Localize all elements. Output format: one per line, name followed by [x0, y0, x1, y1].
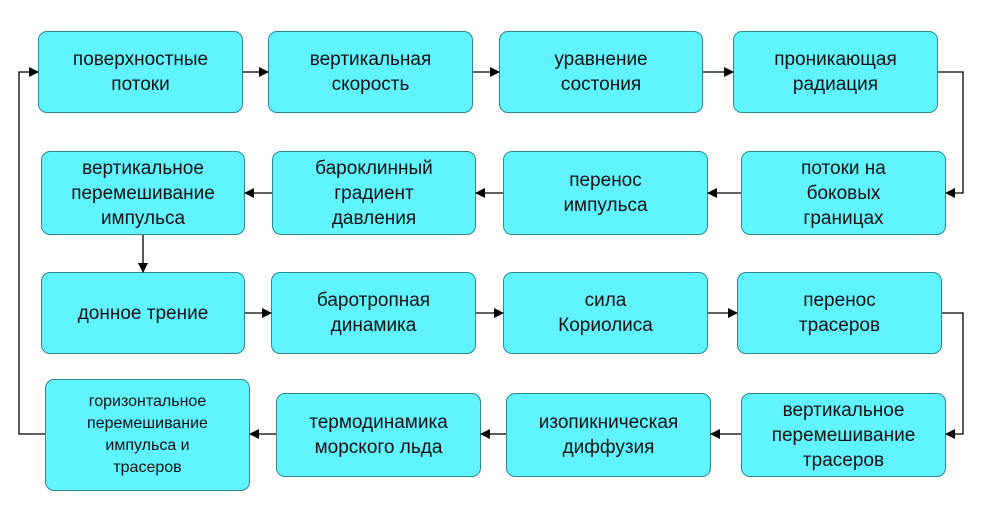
- box-baroclinic-pressure-gradient: бароклинный градиент давления: [272, 151, 476, 235]
- box-coriolis-force: сила Кориолиса: [503, 272, 708, 354]
- box-bottom-friction: донное трение: [41, 272, 245, 354]
- box-isopycnal-diffusion: изопикническая диффузия: [506, 393, 711, 477]
- box-tracer-transport: перенос трасеров: [737, 272, 942, 354]
- box-vertical-momentum-mixing: вертикальное перемешивание импульса: [41, 151, 245, 235]
- box-horizontal-mixing: горизонтальное перемешивание импульса и …: [45, 379, 250, 491]
- arrow-n16-n1: [18, 67, 45, 435]
- box-equation-of-state: уравнение состония: [499, 31, 703, 113]
- box-barotropic-dynamics: баротропная динамика: [271, 272, 476, 354]
- box-sea-ice-thermodynamics: термодинамика морского льда: [276, 393, 481, 477]
- box-vertical-tracer-mixing: вертикальное перемешивание трасеров: [741, 393, 946, 477]
- box-vertical-velocity: вертикальная скорость: [268, 31, 473, 113]
- box-lateral-boundary-fluxes: потоки на боковых границах: [741, 151, 946, 235]
- box-surface-fluxes: поверхностные потоки: [38, 31, 243, 113]
- box-momentum-transport: перенос импульса: [503, 151, 708, 235]
- box-penetrating-radiation: проникающая радиация: [733, 31, 938, 113]
